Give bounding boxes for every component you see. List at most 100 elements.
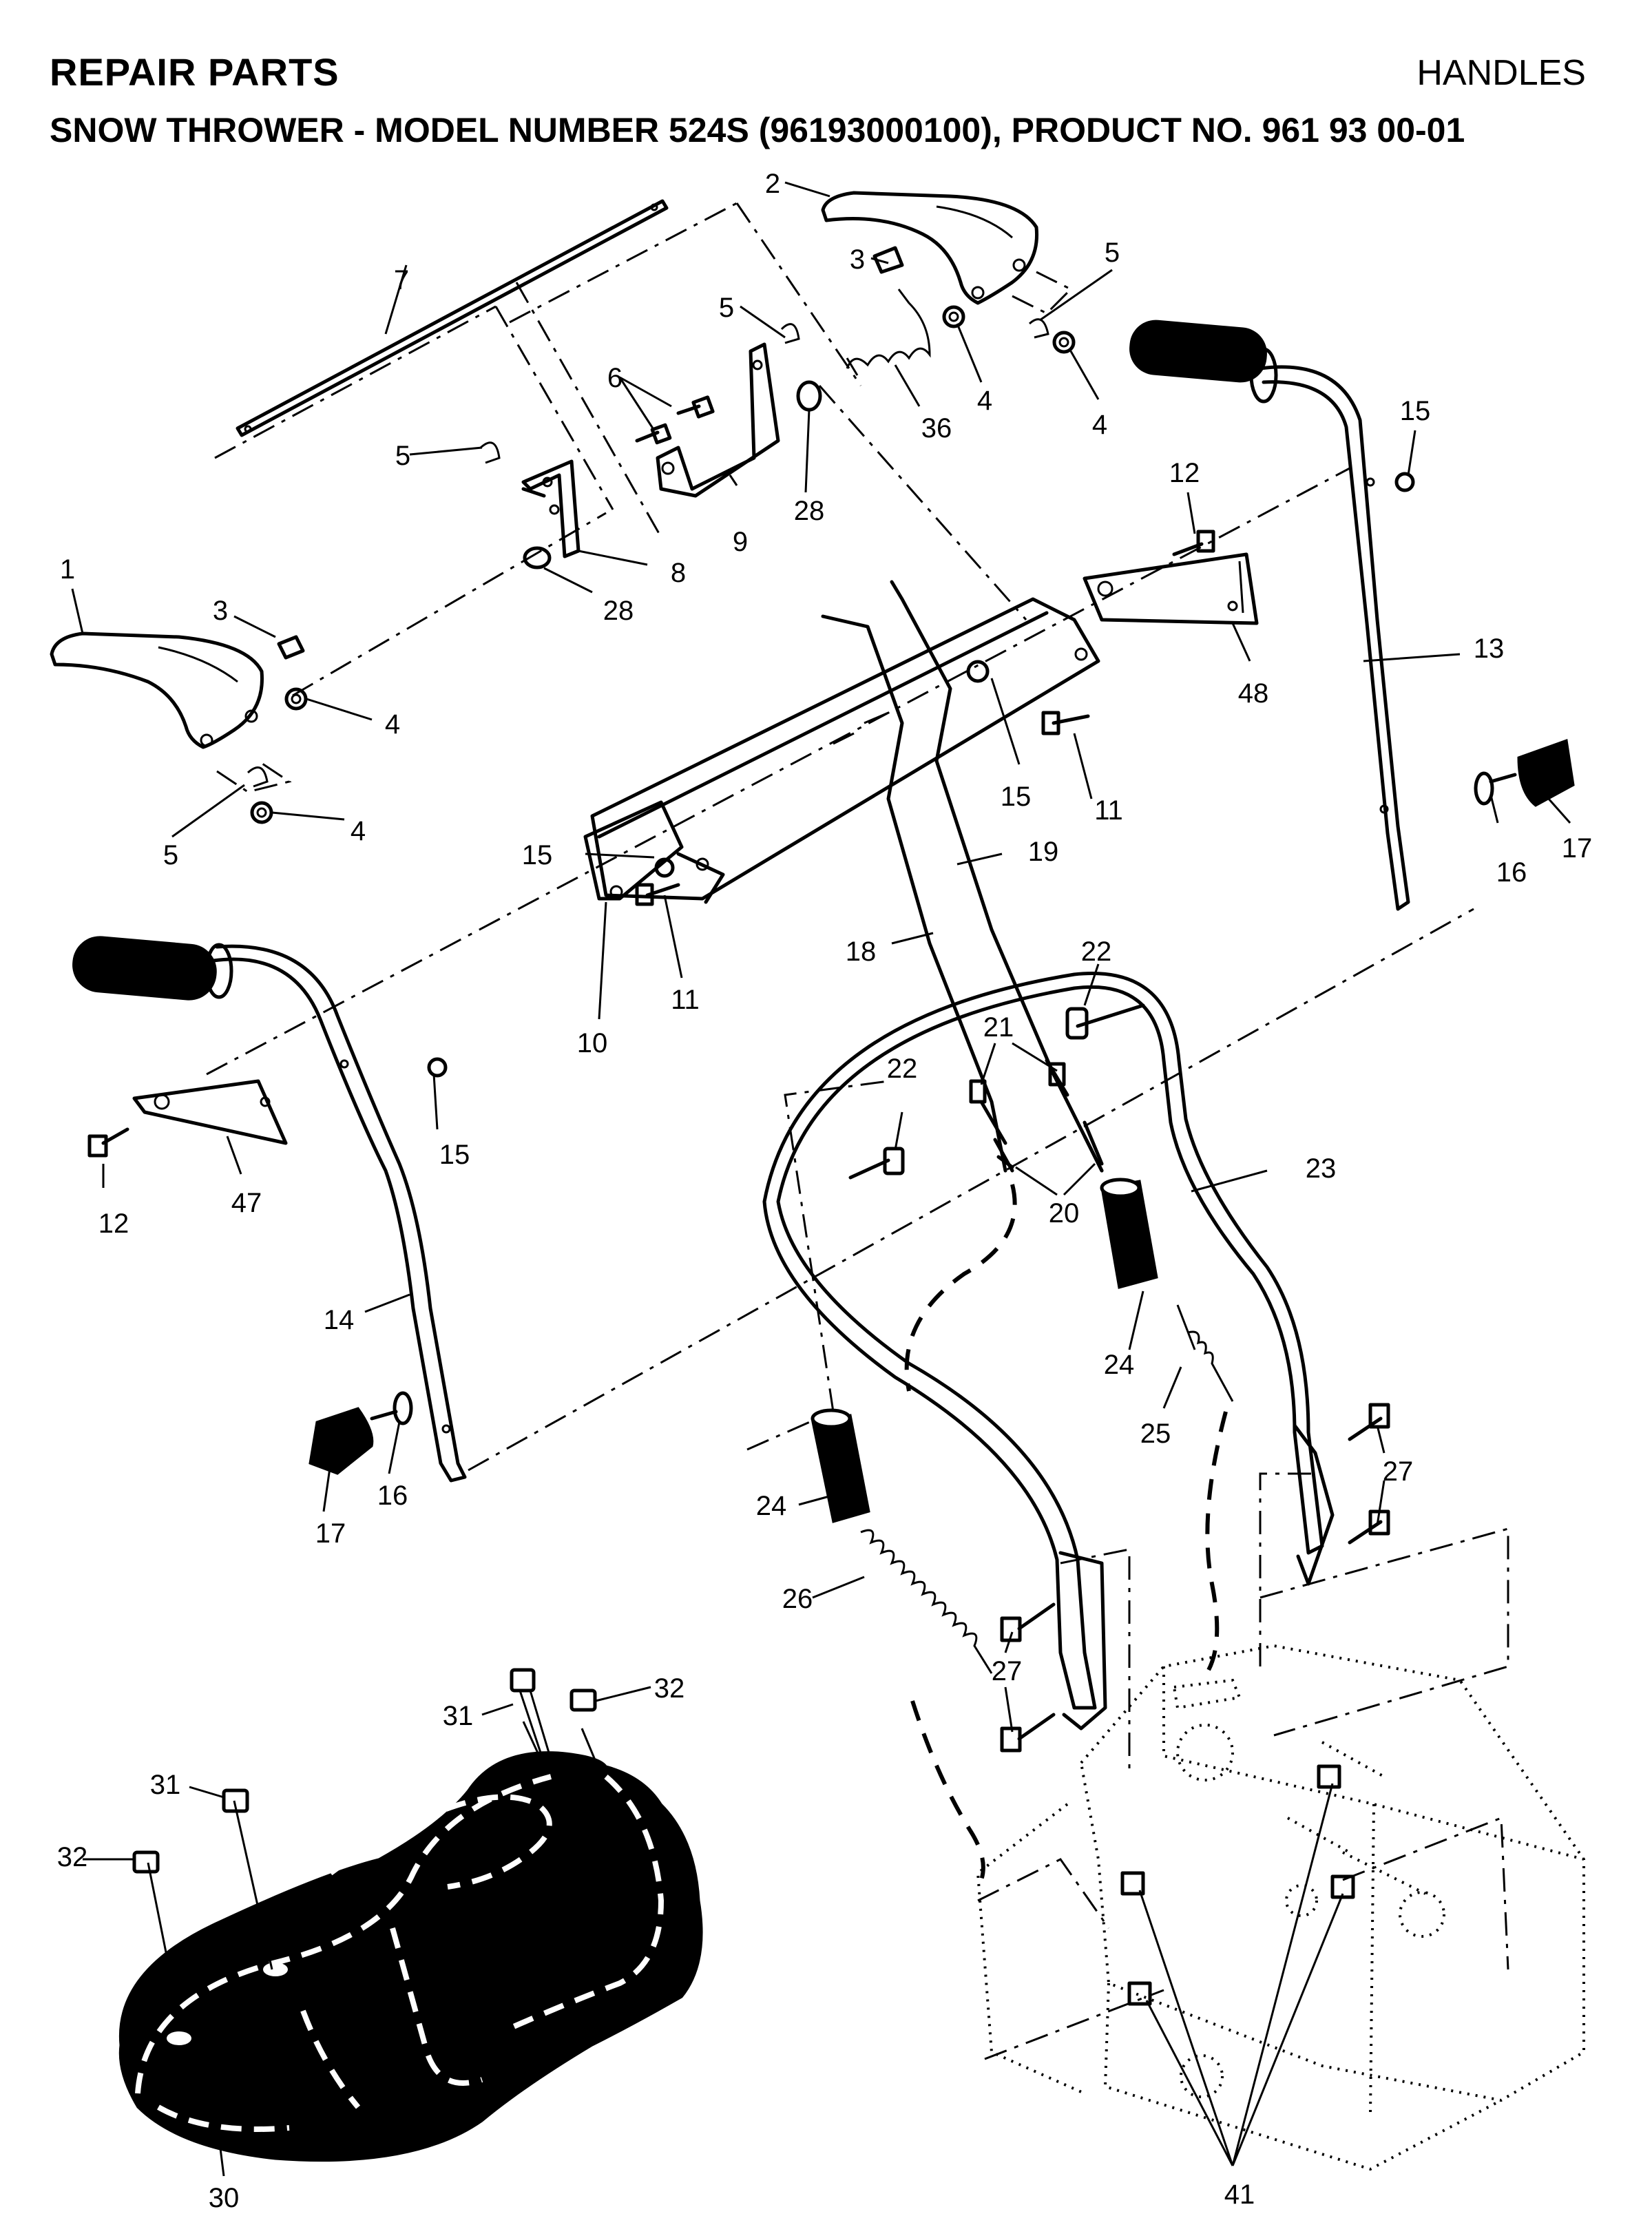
assembly-line <box>214 282 662 538</box>
part-bolts-22 <box>848 1003 1145 1180</box>
callout-23: 23 <box>1306 1153 1337 1184</box>
callout-7: 7 <box>394 265 409 295</box>
assembly-line <box>1060 1548 1131 1770</box>
callout-9: 9 <box>733 527 748 557</box>
callout-36: 36 <box>921 413 952 443</box>
callout-10: 10 <box>577 1028 608 1058</box>
cable-path <box>910 1700 985 1881</box>
part-bolts-11 <box>635 711 1090 906</box>
callout-22: 22 <box>887 1054 918 1084</box>
callout-19: 19 <box>1028 837 1059 867</box>
assembly-line <box>216 760 292 793</box>
part-bolts-27 <box>1000 1403 1390 1753</box>
subtitle-model: 524S <box>669 111 749 149</box>
part-washer-28b <box>796 380 822 412</box>
cable-path <box>904 1184 1017 1392</box>
callout-32: 32 <box>57 1842 88 1872</box>
page-title: REPAIR PARTS <box>50 50 339 94</box>
callout-22: 22 <box>1081 937 1112 967</box>
callout-27: 27 <box>992 1656 1023 1686</box>
callout-25: 25 <box>1140 1419 1171 1449</box>
part-spring-36 <box>846 289 931 376</box>
callout-15: 15 <box>439 1140 470 1170</box>
callout-28: 28 <box>603 596 634 626</box>
part-handle-panel <box>590 597 1100 904</box>
callout-24: 24 <box>1104 1350 1135 1380</box>
part-chute-cover <box>118 1751 703 2162</box>
part-spring-25 <box>1176 1304 1234 1402</box>
assembly-line <box>1342 1816 1509 1970</box>
part-bracket-47 <box>132 1079 288 1145</box>
part-lower-handle <box>762 972 1335 1731</box>
part-shift-rod <box>236 199 669 437</box>
callout-4: 4 <box>351 816 366 846</box>
callout-48: 48 <box>1238 678 1269 709</box>
part-clip-right <box>872 246 904 274</box>
callout-8: 8 <box>671 558 686 588</box>
subtitle-prefix: SNOW THROWER - MODEL NUMBER <box>50 111 669 149</box>
assembly-line <box>206 467 1350 1076</box>
callout-14: 14 <box>324 1305 355 1335</box>
assembly-line <box>509 202 1027 620</box>
subtitle-suffix: (96193000100), PRODUCT NO. 961 93 00-01 <box>749 111 1465 149</box>
assembly-line <box>1259 1472 1509 1737</box>
section-title: HANDLES <box>1416 53 1586 93</box>
callout-4: 4 <box>1092 410 1107 440</box>
assembly-line <box>292 512 607 697</box>
callout-5: 5 <box>163 840 178 870</box>
assembly-line <box>1012 271 1073 315</box>
part-clips-41 <box>1120 1764 1355 2006</box>
part-shift-rod-19 <box>890 580 1104 1173</box>
assembly-line <box>468 908 1474 1472</box>
callout-24: 24 <box>756 1491 787 1521</box>
callout-17: 17 <box>1562 833 1593 864</box>
callout-6: 6 <box>607 363 623 393</box>
part-handle-right <box>1129 320 1410 911</box>
assembly-line <box>746 1080 889 1451</box>
callout-27: 27 <box>1383 1456 1414 1487</box>
callout-31: 31 <box>443 1701 474 1731</box>
callout-16: 16 <box>1496 857 1527 888</box>
part-bolts-6 <box>635 395 715 445</box>
callout-11: 11 <box>1094 795 1123 826</box>
model-subtitle: SNOW THROWER - MODEL NUMBER 524S (961930… <box>50 110 1465 150</box>
callout-15: 15 <box>522 840 553 870</box>
part-bracket-48 <box>1083 552 1259 625</box>
callout-11: 11 <box>671 985 700 1015</box>
part-bolts-31-32 <box>132 1668 600 2018</box>
callout-12: 12 <box>98 1209 129 1239</box>
part-bracket-10 <box>583 800 684 901</box>
callout-12: 12 <box>1169 458 1200 488</box>
part-nuts <box>250 305 1076 824</box>
part-grip-tube-lower <box>811 1408 870 1523</box>
part-shift-lever-left <box>50 631 264 749</box>
part-auger-housing <box>976 1644 1585 2171</box>
part-clip-left <box>277 635 305 660</box>
callout-47: 47 <box>231 1188 262 1218</box>
callout-15: 15 <box>1001 782 1032 812</box>
callout-16: 16 <box>377 1481 408 1511</box>
part-grip-tube-upper <box>1100 1178 1158 1289</box>
callout-41: 41 <box>1224 2179 1255 2210</box>
part-cotter-pins <box>247 318 1049 788</box>
callout-3: 3 <box>850 244 865 275</box>
callout-3: 3 <box>213 596 228 626</box>
part-shift-lever-right <box>821 191 1039 305</box>
callout-26: 26 <box>782 1584 813 1614</box>
callout-28: 28 <box>794 496 825 526</box>
callout-32: 32 <box>654 1673 685 1704</box>
part-connectors <box>969 1062 1104 1173</box>
callout-18: 18 <box>846 937 877 967</box>
cable-path <box>1200 1411 1228 1682</box>
part-spring-26 <box>860 1529 993 1674</box>
callout-21: 21 <box>983 1012 1014 1043</box>
callout-4: 4 <box>385 709 400 740</box>
callout-labels: 1 2 3 3 4 4 4 4 5 5 5 5 6 7 8 9 10 11 11… <box>57 169 1593 2213</box>
part-knob-left <box>309 1391 413 1475</box>
part-knob-right <box>1474 738 1575 807</box>
callout-5: 5 <box>1105 238 1120 268</box>
callout-5: 5 <box>395 441 410 471</box>
callout-20: 20 <box>1049 1198 1080 1228</box>
assembly-line <box>977 1858 1164 2060</box>
